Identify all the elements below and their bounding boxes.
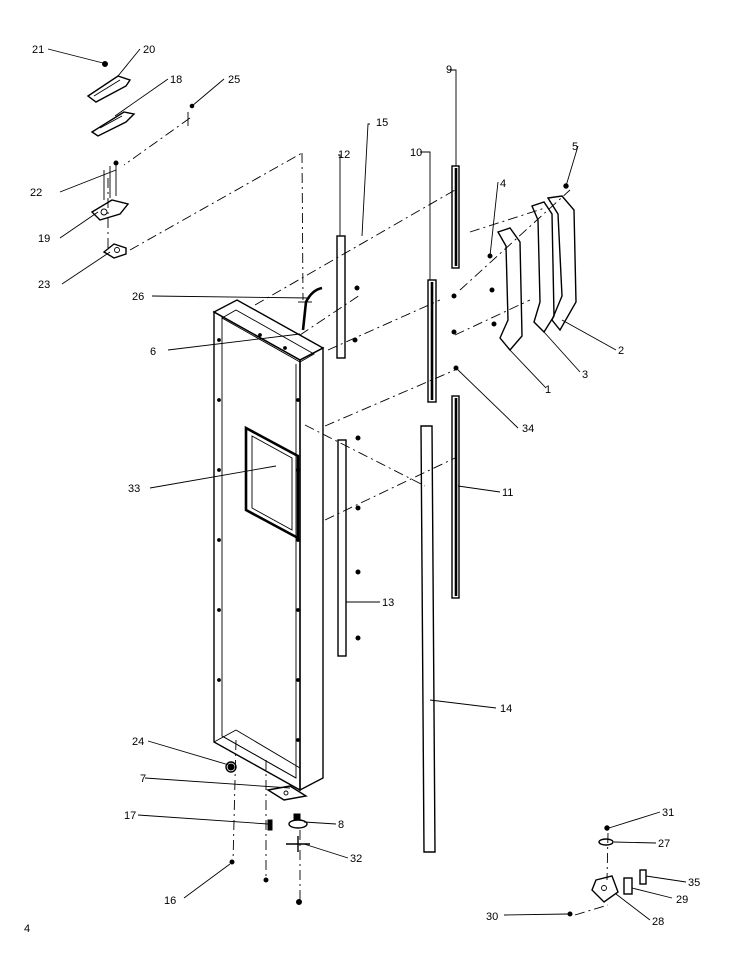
callout-20: 20 [143,44,155,56]
callout-7: 7 [140,773,146,785]
callout-16: 16 [164,895,176,907]
callout-25: 25 [228,74,240,86]
callout-5: 5 [572,141,578,153]
callout-29: 29 [676,894,688,906]
dispenser-opening [244,425,300,541]
callout-13: 13 [382,597,394,609]
callout-17: 17 [124,810,136,822]
leader-lines [47,48,687,921]
callout-33: 33 [128,483,140,495]
callout-32: 32 [350,853,362,865]
callout-31: 31 [662,807,674,819]
callout-27: 27 [658,838,670,850]
callout-22: 22 [30,187,42,199]
wire-harness [301,286,323,331]
callout-35: 35 [688,877,700,889]
callout-1: 1 [545,384,551,396]
long-trim-strip [420,425,436,853]
callout-12: 12 [338,149,350,161]
callout-21: 21 [32,44,44,56]
callout-8: 8 [338,819,344,831]
callout-34: 34 [522,423,534,435]
callout-labels: 1 2 3 4 5 6 7 8 9 10 11 12 13 14 15 16 1… [24,44,700,935]
lower-hinge-assembly [567,825,647,917]
callout-11: 11 [502,487,513,499]
callout-28: 28 [652,916,664,928]
callout-30: 30 [486,911,498,923]
bottom-hinge-parts [225,761,310,905]
callout-9: 9 [446,64,452,76]
top-hinge-assembly [86,61,195,259]
callout-24: 24 [132,736,144,748]
callout-18: 18 [170,74,182,86]
callout-2: 2 [618,345,624,357]
door-shell [212,286,325,792]
callout-15: 15 [376,117,388,129]
callout-3: 3 [582,369,588,381]
handle-brackets [451,183,577,371]
callout-6: 6 [150,346,156,358]
callout-19: 19 [38,233,50,245]
callout-14: 14 [500,703,512,715]
callout-4: 4 [500,178,506,190]
page-number: 4 [24,923,30,935]
callout-26: 26 [132,291,144,303]
trim-strips [336,235,361,657]
assembly-lines [107,117,609,916]
door-edge-screws [217,333,300,742]
callout-23: 23 [38,279,50,291]
callout-10: 10 [410,147,422,159]
door-strips [427,165,460,599]
